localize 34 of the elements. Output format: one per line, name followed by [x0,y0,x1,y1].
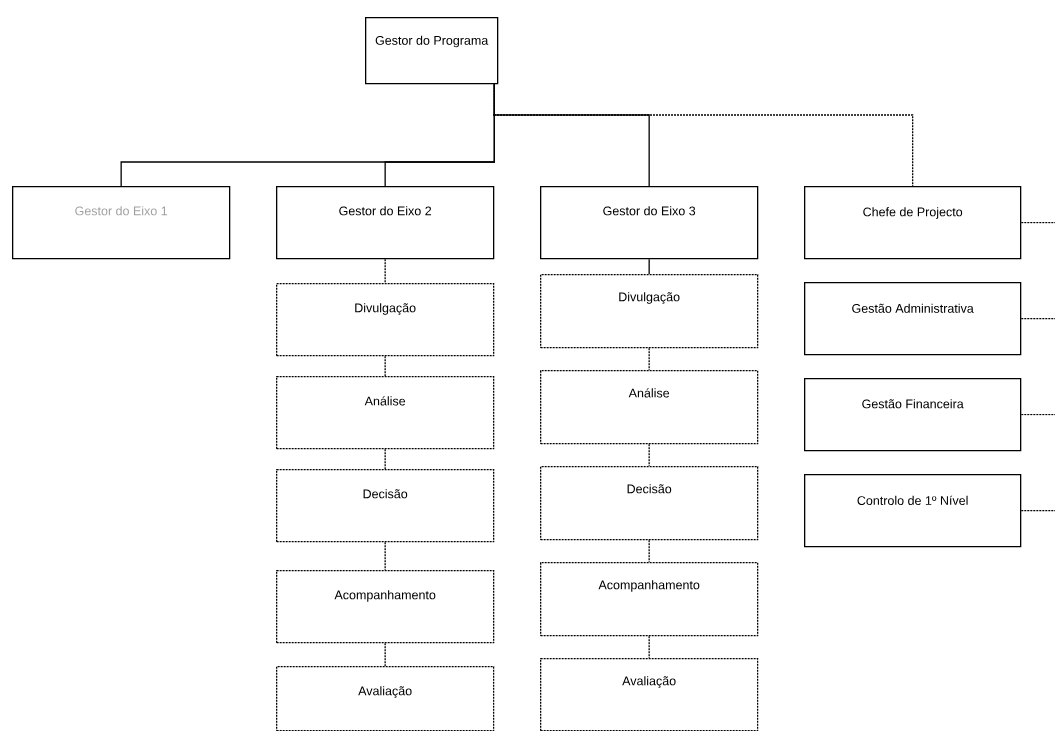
connector-line [384,258,386,284]
connector-line [648,258,650,275]
connector-line [492,83,914,187]
manager-box: Gestor do Programa [365,17,499,85]
connector-line [1020,414,1055,416]
manager-box: Gestor do Eixo 2 [276,186,495,260]
connector-line [648,635,650,659]
connector-line [648,347,650,371]
manager-box: Gestor do Eixo 3 [540,186,759,260]
connector-line [1020,510,1055,512]
connector-line [384,355,386,377]
connector-line [492,83,650,187]
task-box: Divulgação [540,274,759,349]
connector-line [1020,222,1055,224]
unit-box: Gestão Financeira [804,378,1022,452]
connector-line [648,443,650,467]
connector-line [384,642,386,667]
task-box: Acompanhamento [540,562,759,637]
connector-line [384,541,386,571]
task-box: Análise [276,376,495,450]
unit-box: Controlo de 1º Nível [804,474,1022,548]
manager-box: Chefe de Projecto [804,186,1022,260]
connector-line [648,539,650,563]
connector-line [1020,318,1055,320]
manager-box: Gestor do Eixo 1 [12,186,231,260]
task-box: Avaliação [276,666,495,731]
task-box: Decisão [540,466,759,541]
task-box: Acompanhamento [276,570,495,644]
unit-box: Gestão Administrativa [804,282,1022,356]
task-box: Decisão [276,469,495,543]
task-box: Divulgação [276,283,495,357]
task-box: Avaliação [540,658,759,731]
task-box: Análise [540,370,759,445]
connector-line [384,448,386,470]
